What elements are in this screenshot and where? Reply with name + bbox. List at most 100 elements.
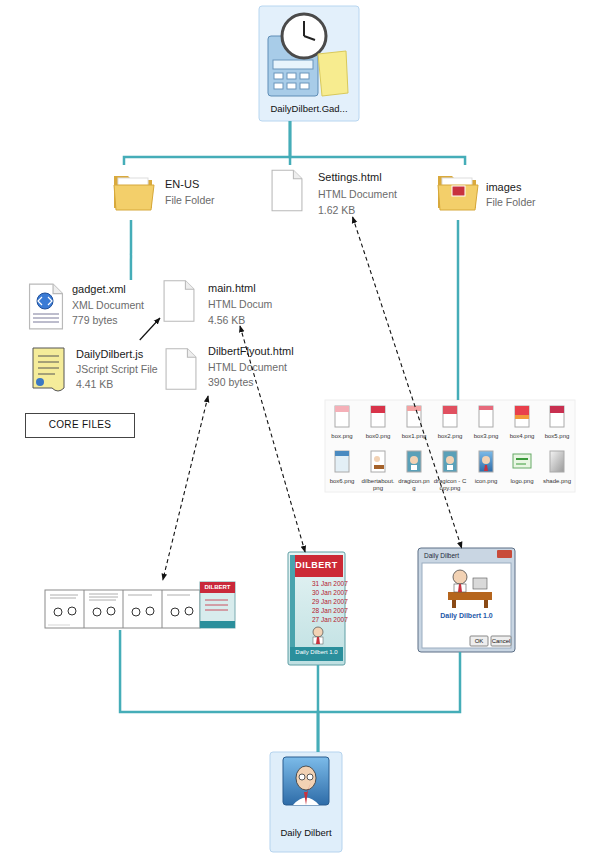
gadget-package-icon [300, 73, 309, 79]
comic-strip-screenshot [89, 597, 118, 598]
image-thumbnails [447, 465, 453, 470]
icon-caption: Daily Dilbert [270, 828, 342, 839]
comic-strip-screenshot [132, 608, 140, 616]
date-entry: 27 Jan 2007 [312, 616, 348, 623]
comic-strip-screenshot [45, 582, 235, 628]
comic-strip-screenshot [89, 600, 116, 601]
comic-strip-screenshot [162, 590, 163, 628]
tree-connector [130, 220, 133, 280]
settings-dialog: Daily DilbertDaily Dilbert 1.0OKCancel [418, 548, 515, 652]
settings-dialog-screenshot [422, 563, 511, 648]
script-file-icon [38, 368, 59, 369]
image-thumbnails [516, 458, 528, 460]
comic-strip-screenshot [205, 600, 228, 601]
image-thumbnails [515, 415, 529, 419]
comic-strip-screenshot [50, 595, 78, 596]
gadget-screenshot: DILBERT31 Jan 200730 Jan 200729 Jan 2007… [288, 552, 345, 665]
gadget-package-icon [304, 36, 315, 40]
file-detail: XML Document [72, 299, 144, 311]
gadget-package: DailyDilbert.Gad... [259, 6, 359, 121]
gadget-tile-icon [296, 766, 316, 790]
comic-strip-screenshot [205, 610, 228, 611]
file-detail: 390 bytes [208, 376, 254, 388]
tree-connector [120, 630, 318, 752]
tree-connector [317, 665, 320, 752]
file-name: box6.png [325, 478, 359, 485]
file-name: DilbertFlyout.html [208, 345, 294, 358]
date-entry: 30 Jan 2007 [312, 589, 348, 596]
gadget-package-icon [274, 73, 283, 79]
image-thumbnails [479, 451, 493, 472]
gadget-screenshot [313, 637, 323, 644]
file-icon [272, 170, 302, 211]
image-thumbnails [515, 406, 529, 427]
file-name: box.png [325, 433, 359, 440]
comic-strip-screenshot [68, 607, 76, 615]
comic-strip-screenshot [84, 590, 85, 628]
settings-dialog-screenshot [454, 584, 466, 592]
script-file-icon [38, 374, 55, 375]
comic-strip-screenshot [93, 608, 101, 616]
logo-text: DILBERT [288, 560, 345, 570]
image-thumbnails [335, 406, 349, 412]
button-label: OK [470, 636, 488, 646]
image-thumbnails [513, 454, 531, 468]
comic-screenshot: DILBERT [45, 580, 235, 630]
image-thumbnails [371, 451, 385, 472]
xml-file-icon [38, 297, 52, 305]
file-name: box3.png [469, 433, 503, 440]
image-thumbnails [550, 451, 564, 472]
comic-strip-screenshot [89, 594, 118, 595]
icon-caption: DailyDilbert.Gad... [259, 104, 359, 115]
settings-dialog-screenshot [497, 550, 512, 558]
file-detail: JScript Script File [76, 363, 158, 375]
file-name: box2.png [433, 433, 467, 440]
file-name: logo.png [505, 478, 539, 485]
logo-text: DILBERT [200, 582, 235, 592]
comic-strip-screenshot [171, 608, 179, 616]
file-name: box0.png [361, 433, 395, 440]
gadget-package-icon [303, 21, 305, 36]
folder-item: imagesFile Folder [436, 165, 546, 220]
image-thumbnails [335, 406, 349, 427]
image-thumbnails [374, 456, 380, 462]
folder-icon [114, 176, 154, 210]
script-file-icon [38, 356, 59, 357]
file-name: icon.png [469, 478, 503, 485]
image-grid: box.pngbox0.pngbox1.pngbox2.pngbox3.pngb… [325, 400, 575, 492]
image-thumbnails [325, 400, 575, 492]
gadget-tile-icon [270, 752, 342, 852]
file-name: box5.png [540, 433, 574, 440]
image-thumbnails [335, 451, 349, 472]
gadget-screenshot [313, 627, 323, 637]
file-item: Settings.htmlHTML Document1.62 KB [270, 165, 410, 217]
image-thumbnails [371, 406, 385, 413]
folder-item: EN-USFile Folder [112, 165, 222, 220]
gadget-package-icon [300, 83, 309, 89]
comic-strip-screenshot [200, 621, 235, 628]
comic-strip-screenshot [185, 607, 193, 615]
file-name: dragicon - Copy.png [433, 478, 467, 491]
gadget-package-icon [287, 73, 296, 79]
settings-dialog-screenshot [458, 584, 462, 592]
xml-file-icon [33, 322, 59, 323]
image-thumbnails [371, 406, 385, 427]
file-name: main.html [208, 282, 256, 295]
image-thumbnails [443, 406, 457, 427]
image-thumbnails [410, 456, 418, 464]
comic-strip-screenshot [48, 625, 70, 626]
gadget-package-icon [259, 6, 359, 121]
file-detail: 779 bytes [72, 314, 118, 326]
settings-dialog-screenshot [484, 600, 488, 608]
image-thumbnails [443, 451, 457, 472]
file-icon [164, 281, 194, 322]
file-detail: 4.41 KB [76, 378, 113, 390]
image-thumbnails [446, 456, 454, 464]
gadget-tile: Daily Dilbert [270, 752, 342, 852]
settings-dialog-screenshot [453, 570, 467, 584]
settings-dialog-screenshot [473, 578, 487, 589]
file-name: dilbertabout.png [361, 478, 395, 491]
comic-strip-screenshot [128, 595, 152, 596]
comic-strip-screenshot [45, 590, 200, 628]
